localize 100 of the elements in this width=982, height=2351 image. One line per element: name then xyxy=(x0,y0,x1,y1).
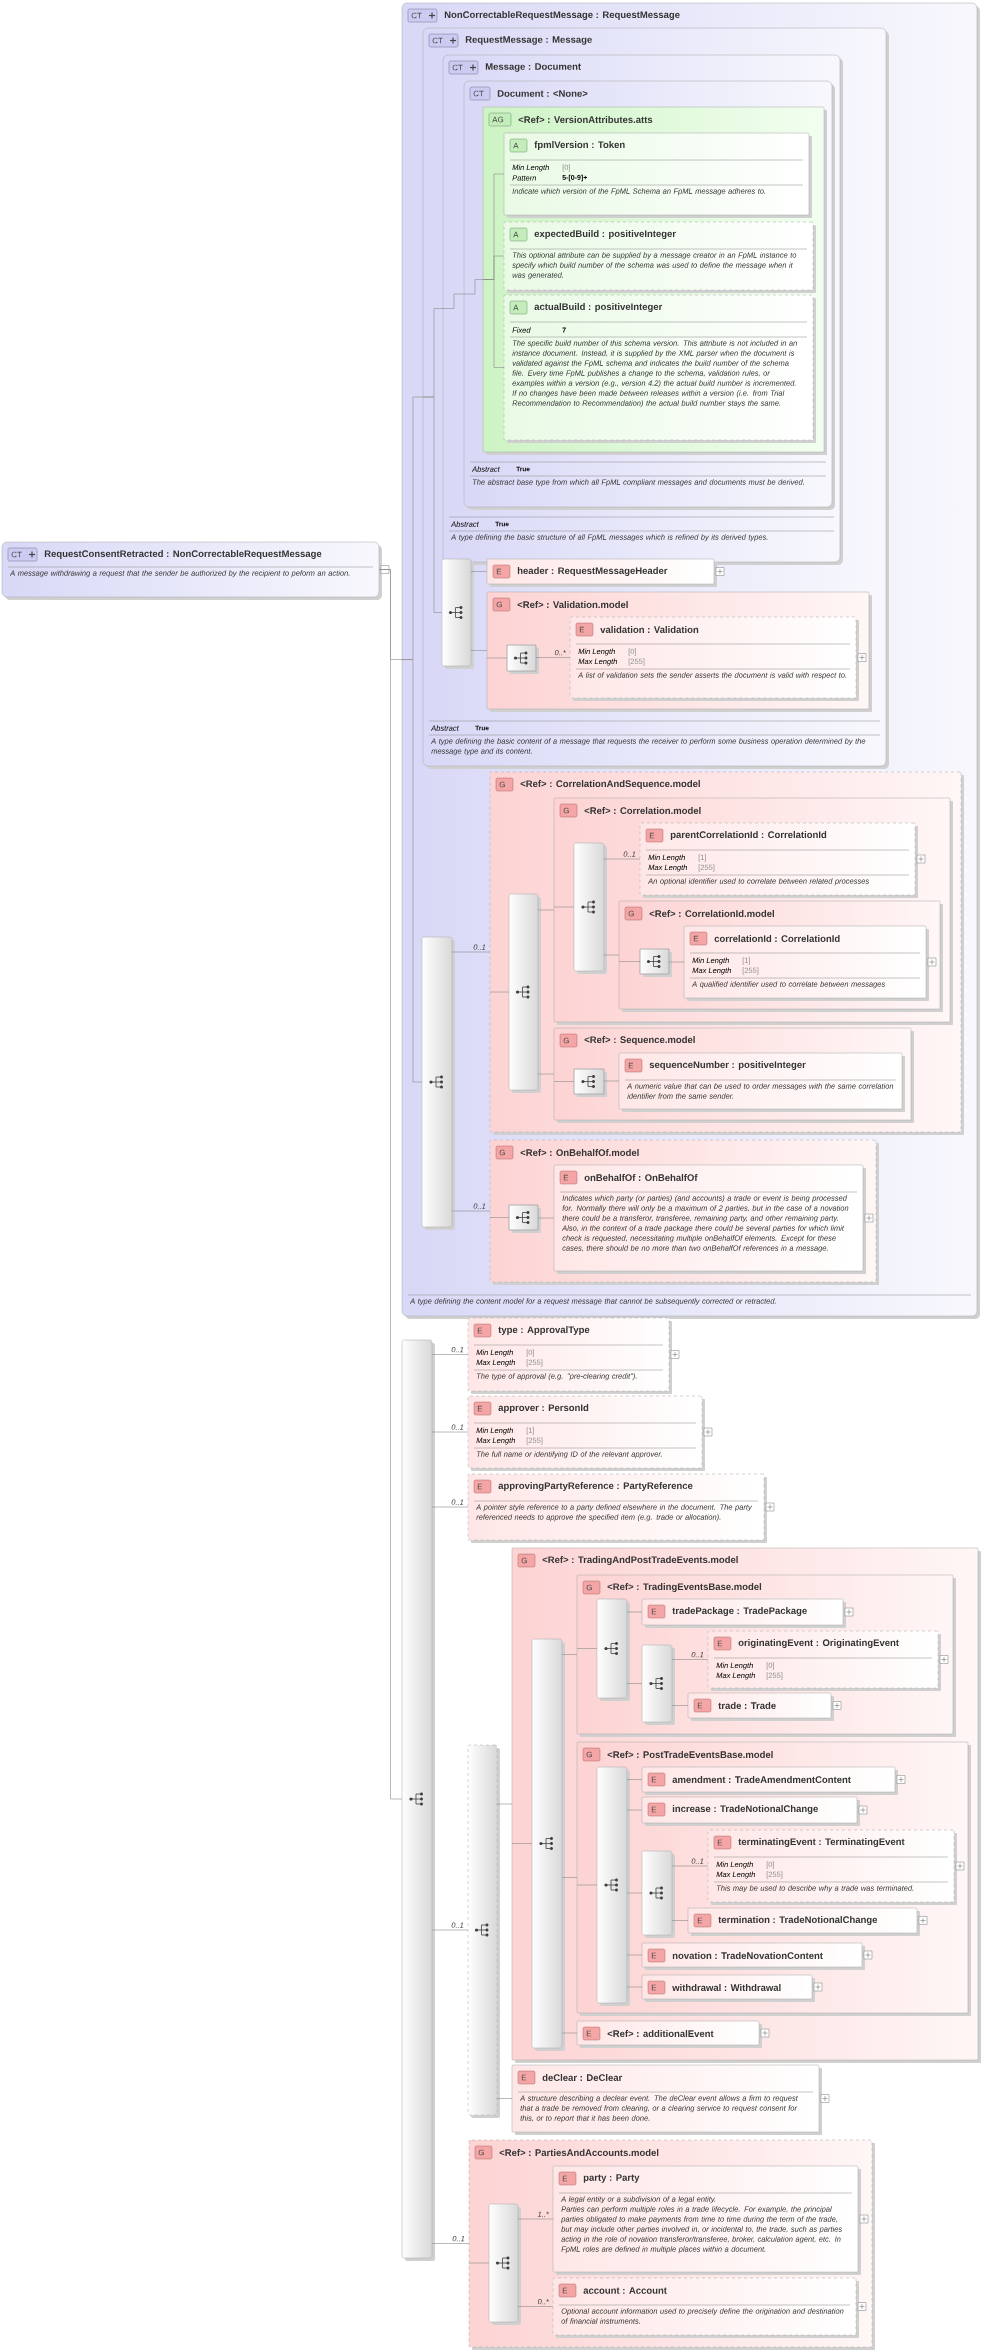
element-box: E trade : Trade xyxy=(687,1692,842,1721)
type-badge: CT xyxy=(469,86,491,101)
connector-line xyxy=(576,1884,598,1886)
compositor-bar xyxy=(641,1850,675,1938)
type-badge: G xyxy=(474,2145,493,2160)
type-badge: E xyxy=(473,1401,492,1416)
type-badge: E xyxy=(713,1636,732,1651)
connector-line xyxy=(626,1954,643,1956)
connector-line xyxy=(626,1683,643,1684)
connector-line xyxy=(422,396,443,613)
connector-line xyxy=(671,1659,709,1660)
connector-line xyxy=(431,1506,469,1508)
type-badge: E xyxy=(473,1479,492,1494)
type-badge: E xyxy=(645,828,664,843)
connector-line xyxy=(535,657,571,658)
type-badge: E xyxy=(559,1170,578,1185)
type-badge: A xyxy=(509,138,528,153)
connector-line xyxy=(451,951,491,953)
compositor-bar xyxy=(596,1598,630,1701)
type-badge: E xyxy=(558,2283,577,2298)
type-badge: E xyxy=(624,1058,643,1073)
connector-line xyxy=(626,1611,643,1613)
connector-line xyxy=(378,569,403,1800)
connector-line xyxy=(486,657,508,659)
type-badge: E xyxy=(647,1980,666,1995)
compositor-bar xyxy=(488,2203,521,2325)
compositor-box xyxy=(573,1068,607,1097)
type-badge: A xyxy=(509,300,528,315)
connector-line xyxy=(442,293,465,309)
connector-line xyxy=(468,2262,490,2264)
connector-line xyxy=(482,279,505,368)
connector-line xyxy=(626,1809,643,1811)
type-badge: E xyxy=(647,1772,666,1787)
type-badge: E xyxy=(647,1604,666,1619)
compositor-bar xyxy=(467,1744,500,2118)
connector-line xyxy=(561,1877,578,1878)
connector-line xyxy=(517,2218,554,2220)
type-badge: G xyxy=(495,777,514,792)
connector-line xyxy=(626,1986,643,1988)
type-badge: CT xyxy=(407,8,438,23)
type-badge: E xyxy=(693,1913,712,1928)
connector-line xyxy=(489,991,510,993)
type-badge: E xyxy=(693,1698,712,1713)
connector-line xyxy=(401,659,423,1083)
connector-line xyxy=(517,2306,554,2307)
type-badge: E xyxy=(582,2026,601,2041)
compositor-box xyxy=(506,644,539,674)
type-badge: G xyxy=(495,1145,514,1160)
connector-line xyxy=(671,1865,709,1867)
element-box: E novation : TradeNovationContent xyxy=(641,1942,873,1970)
connector-line xyxy=(626,1892,643,1894)
connector-line xyxy=(489,1217,510,1218)
connector-line xyxy=(431,2243,470,2244)
compositor-box xyxy=(639,948,672,977)
connector-line xyxy=(603,954,620,956)
connector-line xyxy=(431,1354,469,1355)
connector-line xyxy=(463,279,484,295)
connector-line xyxy=(626,1779,643,1780)
connector-line xyxy=(511,1843,533,1844)
element-box: E <Ref> : additionalEvent xyxy=(576,2020,770,2048)
compositor-bar xyxy=(508,893,541,1093)
connector-line xyxy=(470,571,488,572)
type-badge: A xyxy=(509,227,528,242)
type-badge: G xyxy=(492,597,511,612)
connector-line xyxy=(431,1431,469,1433)
connector-line xyxy=(561,2032,578,2034)
connector-line xyxy=(553,906,575,908)
connector-line xyxy=(451,1210,491,1212)
connector-line xyxy=(603,1080,620,1082)
type-badge: E xyxy=(575,622,594,637)
type-badge: G xyxy=(559,1033,578,1048)
element-box: E header : RequestMessageHeader xyxy=(486,558,725,587)
compositor-bar xyxy=(531,1638,565,2051)
type-badge: G xyxy=(624,906,643,921)
type-badge: CT xyxy=(428,33,459,48)
connector-line xyxy=(537,1217,555,1219)
type-badge: AG xyxy=(488,112,512,127)
type-badge: E xyxy=(647,1802,666,1817)
compositor-bar xyxy=(573,842,607,974)
compositor-bar xyxy=(441,558,474,669)
connector-line xyxy=(668,961,685,963)
type-badge: G xyxy=(582,1580,601,1595)
connector-line xyxy=(470,650,488,651)
type-badge: CT xyxy=(7,547,38,562)
compositor-bar xyxy=(596,1766,630,2006)
connector-line xyxy=(553,1081,575,1082)
type-badge: E xyxy=(689,931,708,946)
compositor-bar xyxy=(421,936,455,1230)
type-badge: E xyxy=(713,1835,732,1850)
type-badge: E xyxy=(517,2070,536,2085)
connector-line xyxy=(496,1803,513,1805)
type-badge: G xyxy=(517,1553,536,1568)
element-box: E termination : TradeNotionalChange xyxy=(687,1907,928,1936)
type-badge: E xyxy=(558,2171,577,2186)
connector-line xyxy=(603,858,641,860)
connector-line xyxy=(671,1705,689,1706)
element-box: E withdrawal : Withdrawal xyxy=(641,1974,823,2002)
type-badge: CT xyxy=(448,60,479,75)
element-box: E increase : TradeNotionalChange xyxy=(641,1796,868,1826)
connector-line xyxy=(431,1929,469,1931)
